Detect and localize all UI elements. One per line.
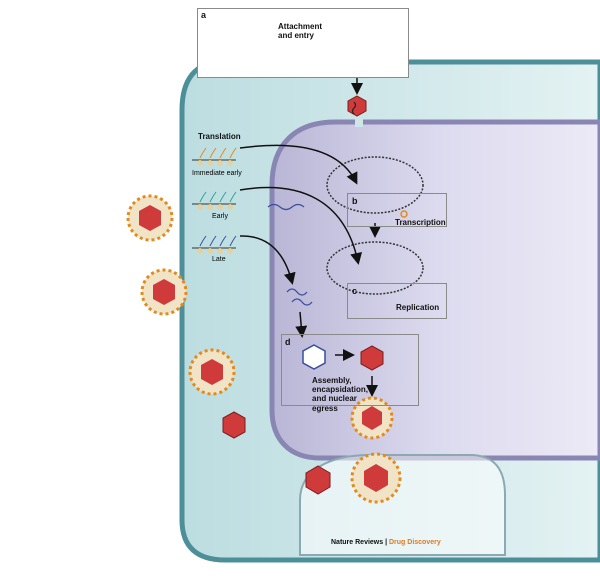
- viral-genome-circle-c: [326, 241, 424, 295]
- procapsid-icon: [302, 344, 326, 370]
- viral-genome-circle-b: [326, 156, 424, 214]
- credit-publisher: Nature Reviews: [331, 539, 384, 546]
- credit-separator: |: [383, 539, 389, 546]
- panel-b-label: Transcription: [395, 218, 446, 227]
- panel-letter-c: c: [352, 286, 358, 296]
- panel-a-label-line1: Attachment: [278, 22, 323, 31]
- virion-exterior-1: [126, 194, 174, 242]
- process-arrows: [239, 78, 381, 397]
- filled-capsid-icon: [360, 345, 384, 371]
- ribosome-row-late: [192, 235, 237, 254]
- early-label: Early: [212, 213, 228, 220]
- virion-vesicle: [350, 452, 402, 504]
- late-label: Late: [212, 256, 226, 263]
- panel-letter-b: b: [352, 196, 358, 206]
- incoming-capsid: [347, 95, 367, 117]
- panel-d-label-line2: encapsidation,: [312, 385, 369, 395]
- virion-nuclear-egress: [350, 396, 394, 440]
- panel-d-label-line3: and nuclear: [312, 394, 357, 404]
- translation-title: Translation: [198, 132, 241, 141]
- panel-c-box: [347, 283, 447, 319]
- credit-journal: Drug Discovery: [389, 539, 441, 546]
- panel-letter-d: d: [285, 337, 291, 347]
- ribosome-row-early: [192, 191, 237, 210]
- immediate-early-label: Immediate early: [192, 170, 242, 177]
- ribosome-row-immediate-early: [192, 147, 237, 166]
- journal-credit: Nature Reviews | Drug Discovery: [331, 539, 441, 547]
- mrna-strand: [267, 203, 305, 211]
- panel-d-label: Assembly, encapsidation, and nuclear egr…: [312, 376, 368, 413]
- panel-d-box: [281, 334, 419, 406]
- virion-budding: [188, 348, 236, 396]
- late-protein-squiggles: [286, 288, 313, 306]
- virion-exterior-2: [140, 268, 188, 316]
- panel-d-label-line4: egress: [312, 403, 338, 413]
- panel-a-label-line2: and entry: [278, 31, 315, 41]
- panel-c-label: Replication: [396, 303, 440, 312]
- panel-d-label-line1: Assembly,: [312, 376, 352, 385]
- panel-letter-a: a: [201, 10, 207, 20]
- capsid-cytoplasmic: [305, 465, 331, 495]
- panel-a-box: [197, 8, 409, 78]
- panel-b-box: [347, 193, 447, 227]
- nucleus: [269, 119, 600, 461]
- rna-polymerase-icon: [400, 210, 408, 218]
- capsid-egressing: [222, 411, 246, 439]
- nuclear-pore: [355, 119, 363, 127]
- panel-a-label: Attachment and entry: [278, 22, 322, 40]
